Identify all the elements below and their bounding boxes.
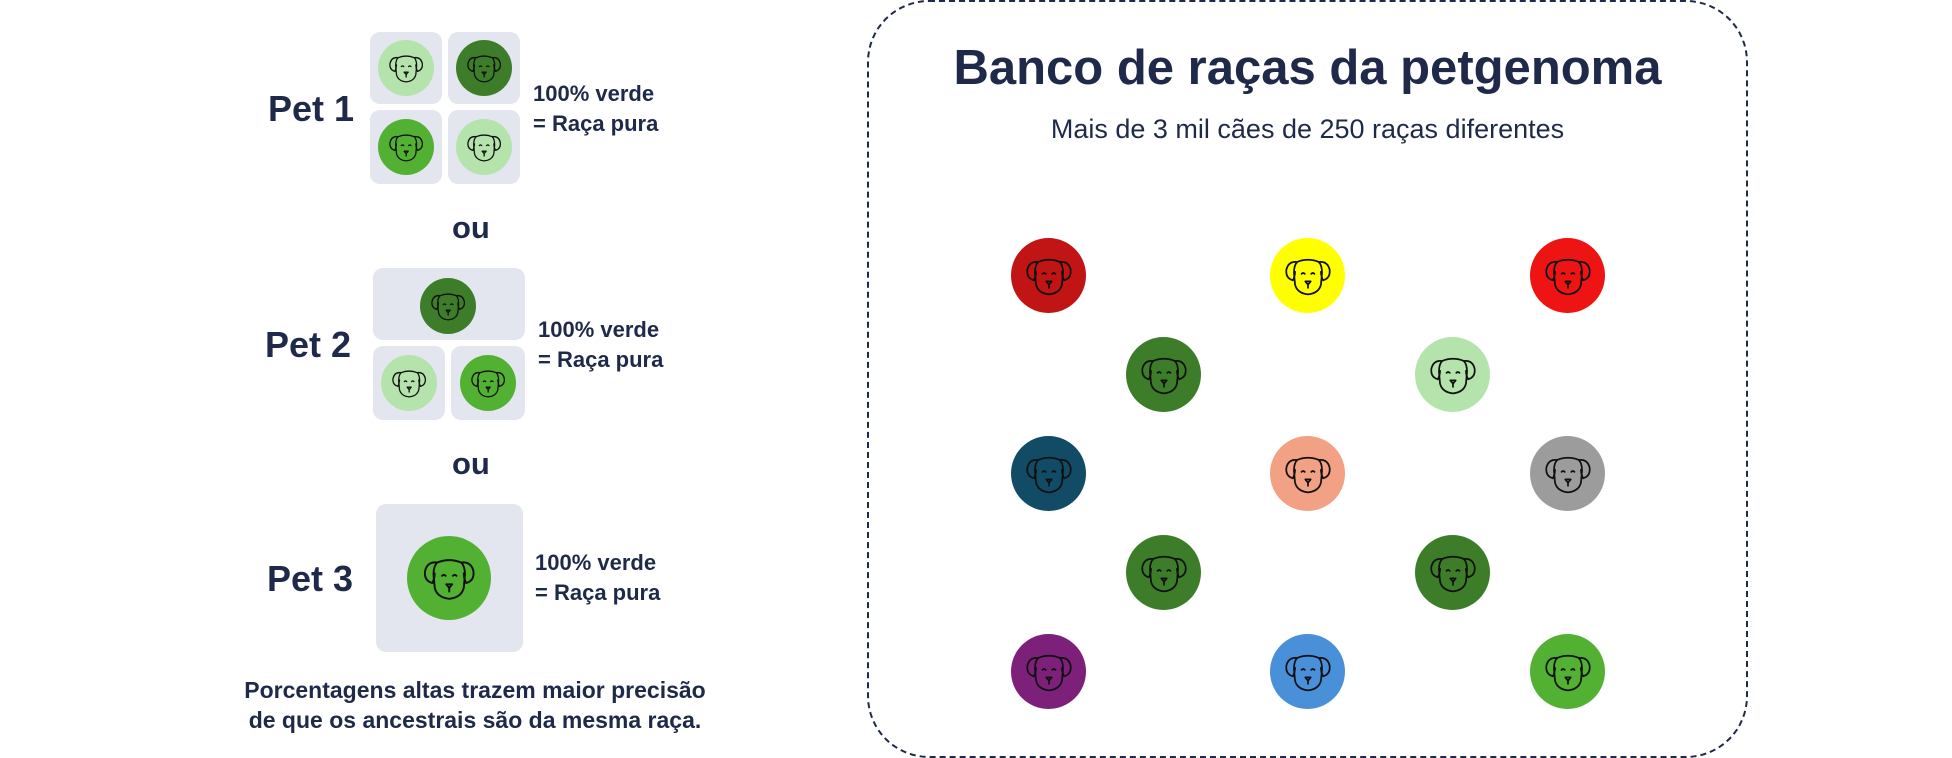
pet-2-desc-line1: 100% verde bbox=[538, 317, 660, 342]
dog-face-icon bbox=[456, 119, 512, 175]
bank-title: Banco de raças da petgenoma bbox=[953, 41, 1662, 95]
connector-ou-2: ou bbox=[452, 446, 490, 481]
pet-2-tile-top bbox=[373, 268, 525, 340]
pet-1-tile-tr bbox=[448, 32, 520, 104]
pet-2-desc: 100% verde = Raça pura bbox=[538, 315, 663, 375]
pet-1-desc: 100% verde = Raça pura bbox=[533, 79, 658, 139]
dog-face-icon bbox=[1011, 238, 1086, 313]
pet-2-desc-line2: = Raça pura bbox=[538, 347, 664, 372]
bank-subtitle: Mais de 3 mil cães de 250 raças diferent… bbox=[1050, 114, 1565, 144]
dog-face-icon bbox=[378, 119, 434, 175]
dog-face-icon bbox=[407, 536, 491, 620]
pet-1-tile-bl bbox=[370, 110, 442, 184]
pet-3-desc: 100% verde = Raça pura bbox=[535, 548, 660, 608]
dog-face-icon bbox=[1126, 337, 1201, 412]
dog-face-icon bbox=[460, 355, 516, 411]
pet-2-tile-br bbox=[451, 346, 525, 420]
pet-1-tile-tl bbox=[370, 32, 442, 104]
dog-face-icon bbox=[1126, 535, 1201, 610]
dog-face-icon bbox=[1415, 337, 1490, 412]
pet-3-desc-line1: 100% verde bbox=[535, 550, 657, 575]
breed-bank-panel bbox=[867, 0, 1748, 758]
pet-1-label: Pet 1 bbox=[268, 88, 355, 129]
dog-face-icon bbox=[1530, 436, 1605, 511]
precision-note-line1: Porcentagens altas trazem maior precisão bbox=[244, 677, 706, 703]
pet-1-desc-line1: 100% verde bbox=[533, 81, 655, 106]
dog-face-icon bbox=[1415, 535, 1490, 610]
pet-3-desc-line2: = Raça pura bbox=[535, 580, 661, 605]
dog-face-icon bbox=[1530, 238, 1605, 313]
pet-2-tile-bl bbox=[373, 346, 445, 420]
dog-face-icon bbox=[1011, 634, 1086, 709]
dog-face-icon bbox=[1270, 634, 1345, 709]
dog-face-icon bbox=[420, 278, 476, 334]
dog-face-icon bbox=[1011, 436, 1086, 511]
pet-1-tile-br bbox=[448, 110, 520, 184]
dog-face-icon bbox=[1270, 238, 1345, 313]
dog-face-icon bbox=[456, 40, 512, 96]
pet-2-label: Pet 2 bbox=[265, 324, 352, 365]
dog-face-icon bbox=[381, 355, 437, 411]
pet-3-tile bbox=[376, 504, 523, 652]
dog-face-icon bbox=[1270, 436, 1345, 511]
dog-face-icon bbox=[1530, 634, 1605, 709]
dog-face-icon bbox=[378, 40, 434, 96]
precision-note-line2: de que os ancestrais são da mesma raça. bbox=[248, 707, 702, 733]
pet-1-desc-line2: = Raça pura bbox=[533, 111, 659, 136]
precision-note: Porcentagens altas trazem maior precisão… bbox=[195, 675, 755, 735]
pet-3-label: Pet 3 bbox=[267, 558, 354, 599]
connector-ou-1: ou bbox=[452, 210, 490, 245]
